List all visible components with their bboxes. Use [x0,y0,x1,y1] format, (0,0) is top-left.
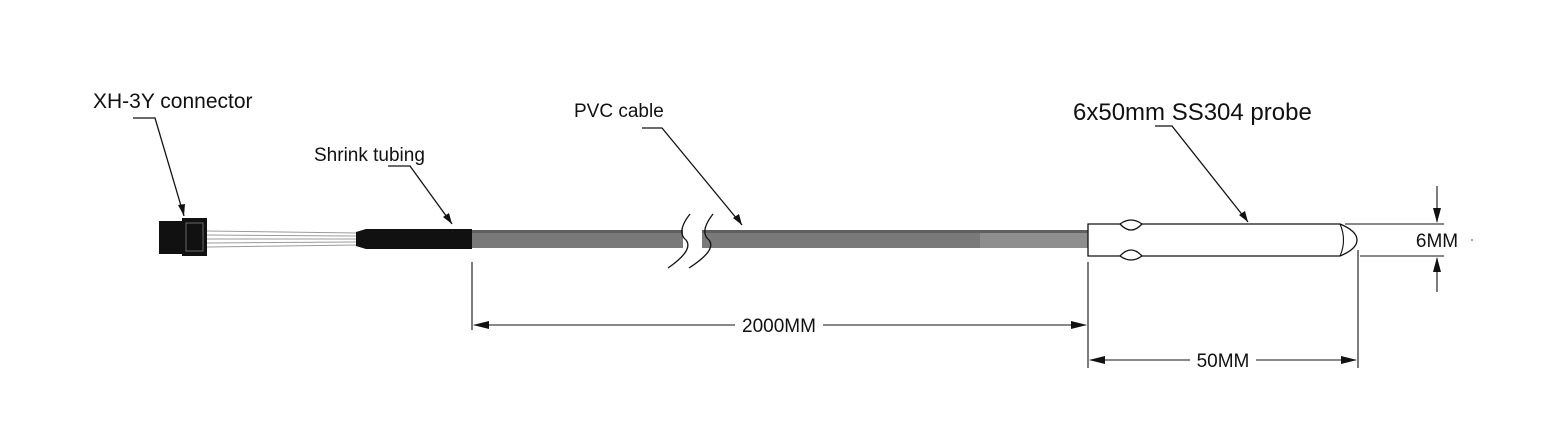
probe-length-dimension [1089,250,1359,368]
cable-break-symbol [667,213,714,269]
probe-diameter-value: 6MM [1416,231,1458,252]
shrink-tubing-leader [388,165,453,225]
cable-label: PVC cable [574,101,664,122]
probe-leader [1155,125,1249,223]
cable-leader [642,127,743,226]
bare-wires [206,230,357,248]
cable-length-dimension [471,262,1089,368]
shrink-tubing-label: Shrink tubing [314,145,425,166]
probe-diameter-dimension [1345,186,1473,292]
shrink-tubing [356,229,472,249]
connector-leader [133,117,185,217]
pvc-cable [472,230,1088,248]
connector-label: XH-3Y connector [93,90,253,113]
cable-length-value: 2000MM [742,316,816,337]
probe-label: 6x50mm SS304 probe [1073,99,1312,126]
probe-body [1087,219,1358,261]
connector-body [159,218,207,256]
probe-length-value: 50MM [1197,351,1250,372]
